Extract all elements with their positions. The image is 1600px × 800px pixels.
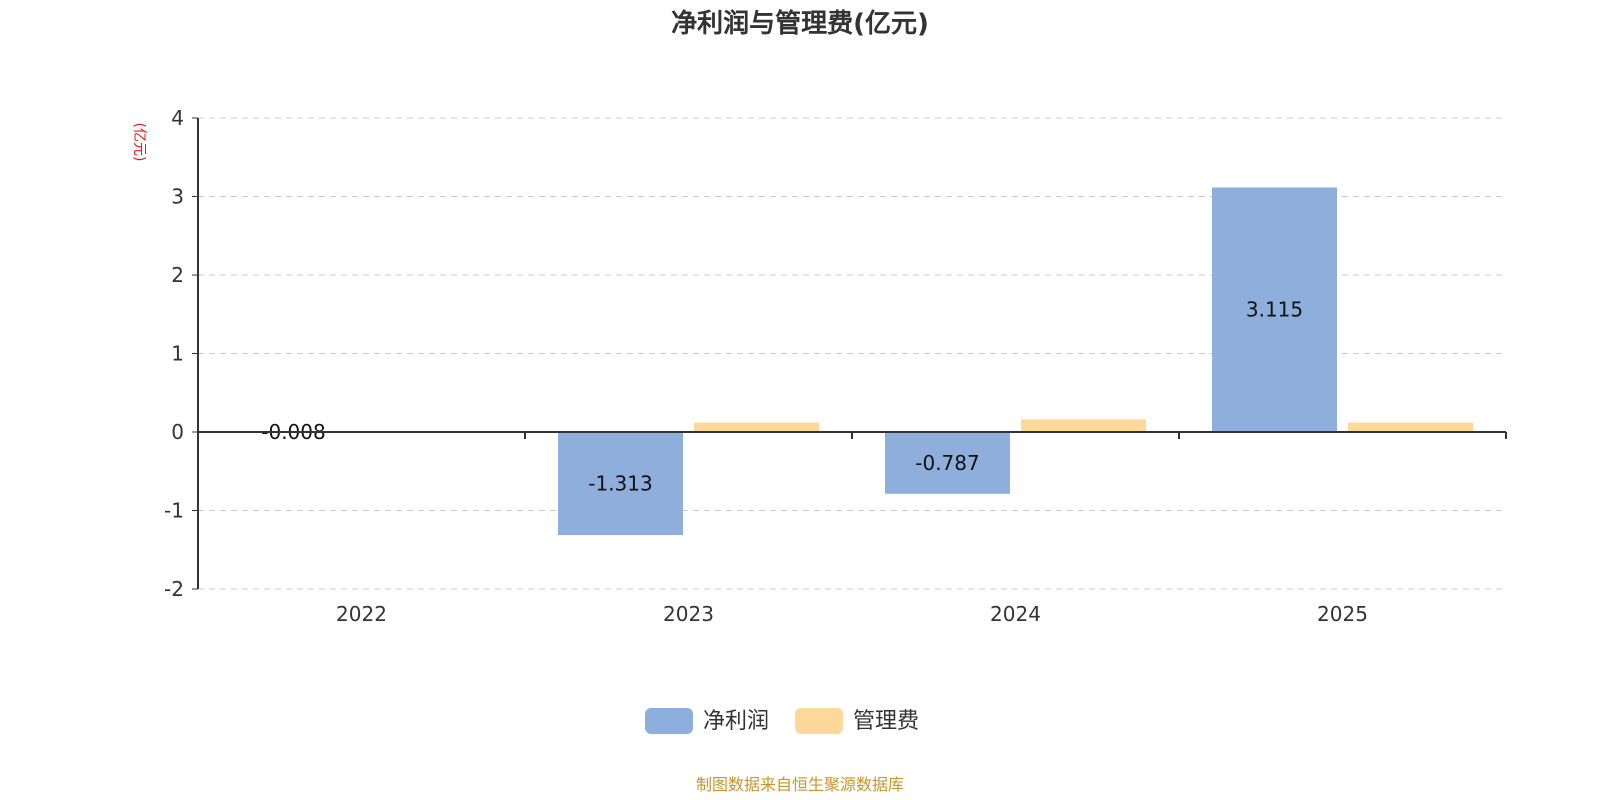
net-profit-bar	[558, 432, 683, 536]
admin-fee-bar	[694, 422, 819, 432]
legend-swatch	[645, 708, 693, 734]
admin-fee-bar	[1021, 419, 1146, 432]
legend-swatch	[795, 708, 843, 734]
net-profit-bar	[885, 432, 1010, 494]
y-tick-label: 4	[171, 106, 184, 130]
y-tick-label: -2	[164, 577, 184, 601]
y-tick-label: 2	[171, 263, 184, 287]
y-tick-label: 0	[171, 420, 184, 444]
x-tick-label: 2024	[990, 602, 1041, 626]
legend-label: 净利润	[703, 709, 769, 734]
y-axis-unit: (亿元)	[131, 123, 147, 162]
y-tick-label: 3	[171, 185, 184, 209]
y-tick-label: 1	[171, 342, 184, 366]
net-profit-bar	[1212, 187, 1337, 432]
admin-fee-bar	[1348, 422, 1473, 432]
x-tick-label: 2022	[336, 602, 387, 626]
y-tick-label: -1	[164, 499, 184, 523]
data-label: -1.313	[588, 472, 652, 496]
source-note: 制图数据来自恒生聚源数据库	[696, 775, 904, 794]
x-tick-label: 2025	[1317, 602, 1368, 626]
legend-label: 管理费	[853, 709, 919, 734]
chart-title: 净利润与管理费(亿元)	[671, 8, 929, 39]
data-label: -0.787	[915, 451, 979, 475]
data-label: 3.115	[1246, 298, 1303, 322]
x-tick-label: 2023	[663, 602, 714, 626]
